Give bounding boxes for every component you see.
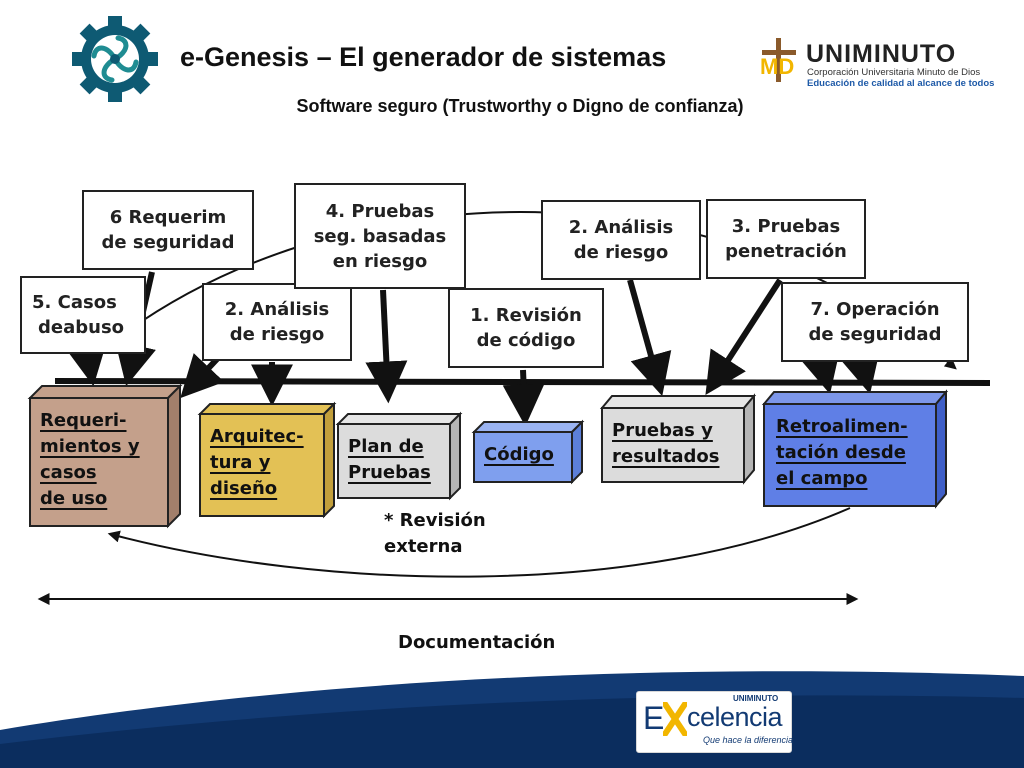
sticker-risk-analysis-design: 2. Análisis de riesgo bbox=[202, 283, 352, 361]
sticker-penetration-tests: 3. Pruebas penetración bbox=[706, 199, 866, 279]
slide-title: e-Genesis – El generador de sistemas bbox=[180, 42, 667, 72]
phase-retroalimentacion: Retroalimen- tación desde el campo bbox=[776, 416, 908, 489]
external-review-label: * Revisión externa bbox=[384, 510, 486, 557]
phase-box-arquitectura-shape bbox=[197, 401, 337, 519]
phase-requerimientos: Requeri- mientos y casos de uso bbox=[40, 410, 140, 509]
phase-plan-pruebas: Plan de Pruebas bbox=[348, 436, 431, 483]
uniminuto-logo: MD UNIMINUTO Corporación Universitaria M… bbox=[756, 34, 1016, 90]
sticker-security-operations: 7. Operación de seguridad bbox=[781, 282, 969, 362]
excelencia-logo: UNIMINUTO E celencia Que hace la diferen… bbox=[636, 691, 794, 753]
gear-logo-icon bbox=[72, 16, 158, 102]
phase-box-requerimientos-shape bbox=[27, 383, 183, 529]
uniminuto-line2: Educación de calidad al alcance de todos bbox=[807, 78, 995, 89]
arrow-risk-tests bbox=[365, 289, 408, 404]
excelencia-top: UNIMINUTO bbox=[733, 694, 779, 703]
documentation-label: Documentación bbox=[398, 632, 556, 653]
phase-box-plan-shape bbox=[335, 411, 463, 501]
sticker-code-review: 1. Revisión de código bbox=[448, 288, 604, 368]
sticker-security-requirements: 6 Requerim de seguridad bbox=[82, 190, 254, 270]
uniminuto-name: UNIMINUTO bbox=[806, 40, 957, 68]
arrow-abuse-cases bbox=[65, 341, 107, 387]
excelencia-e: E bbox=[643, 700, 665, 736]
excelencia-tagline: Que hace la diferencia bbox=[703, 735, 794, 745]
footer-wave bbox=[0, 671, 1024, 768]
excelencia-word: celencia bbox=[687, 702, 783, 732]
arrow-risk-analysis-tests bbox=[627, 279, 672, 397]
phase-box-retro-shape bbox=[761, 389, 949, 509]
feedback-arc-lower bbox=[107, 507, 851, 578]
sticker-risk-tests: 4. Pruebas seg. basadas en riesgo bbox=[294, 183, 466, 289]
phase-box-pruebas-shape bbox=[599, 393, 757, 485]
sticker-abuse-cases: 5. Casos deabuso bbox=[20, 276, 146, 354]
md-letters: MD bbox=[760, 54, 794, 79]
excelencia-x-icon bbox=[663, 702, 687, 736]
arrow-security-req-2 bbox=[180, 353, 225, 399]
arrow-operations-2 bbox=[839, 348, 881, 395]
arrow-penetration bbox=[705, 278, 783, 396]
phase-codigo: Código bbox=[484, 444, 554, 465]
sticker-risk-analysis-tests: 2. Análisis de riesgo bbox=[541, 200, 701, 280]
arrow-operations-1 bbox=[799, 348, 841, 395]
uniminuto-line1: Corporación Universitaria Minuto de Dios bbox=[807, 67, 981, 78]
slide-subtitle: Software seguro (Trustworthy o Digno de … bbox=[296, 96, 744, 116]
phase-pruebas-resultados: Pruebas y resultados bbox=[612, 420, 720, 467]
md-logo-icon: MD bbox=[760, 38, 796, 82]
arrow-code-review bbox=[502, 369, 545, 427]
phase-arquitectura: Arquitec- tura y diseño bbox=[210, 426, 304, 499]
phase-box-codigo-shape bbox=[471, 419, 585, 485]
